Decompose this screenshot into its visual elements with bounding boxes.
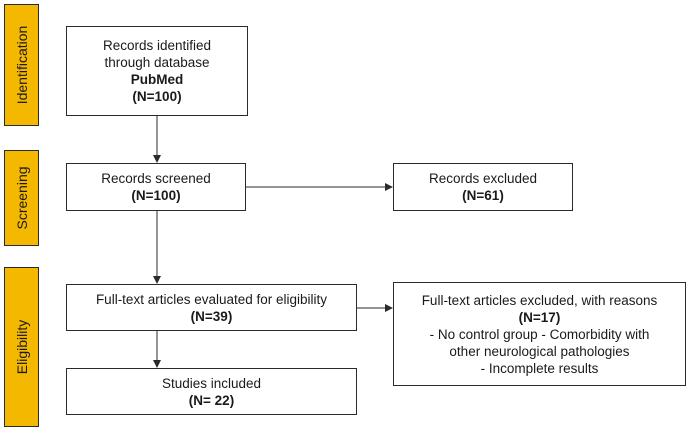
included-count: (N= 22): [188, 392, 235, 408]
ftexcluded-reason3: - Incomplete results: [480, 360, 599, 376]
box-fulltext-evaluated: Full-text articles evaluated for eligibi…: [66, 284, 357, 331]
ftexcluded-label: Full-text articles excluded, with reason…: [421, 292, 658, 308]
box-fulltext-excluded: Full-text articles excluded, with reason…: [393, 282, 686, 386]
ftexcluded-reason1: - No control group - Comorbidity with: [429, 326, 650, 342]
box-records-excluded: Records excluded (N=61): [393, 163, 573, 211]
included-label: Studies included: [161, 375, 262, 391]
identified-line2: through database: [104, 55, 210, 70]
stage-identification: Identification: [4, 4, 39, 126]
identified-source: PubMed: [130, 72, 184, 87]
screened-count: (N=100): [131, 188, 181, 203]
box-records-identified: Records identified through database PubM…: [66, 26, 248, 116]
ftexcluded-count: (N=17): [518, 309, 561, 325]
identified-line1: Records identified: [102, 38, 212, 53]
stage-screening: Screening: [4, 150, 39, 246]
fulltext-label: Full-text articles evaluated for eligibi…: [95, 291, 328, 307]
box-records-screened: Records screened (N=100): [66, 163, 246, 211]
fulltext-count: (N=39): [190, 308, 233, 324]
stage-eligibility: Eligibility: [4, 267, 39, 427]
identified-count: (N=100): [132, 89, 182, 104]
excluded-label: Records excluded: [428, 171, 538, 186]
box-studies-included: Studies included (N= 22): [66, 368, 357, 415]
excluded-count: (N=61): [462, 188, 504, 203]
ftexcluded-reason2: other neurological pathologies: [449, 343, 630, 359]
screened-label: Records screened: [101, 171, 211, 186]
